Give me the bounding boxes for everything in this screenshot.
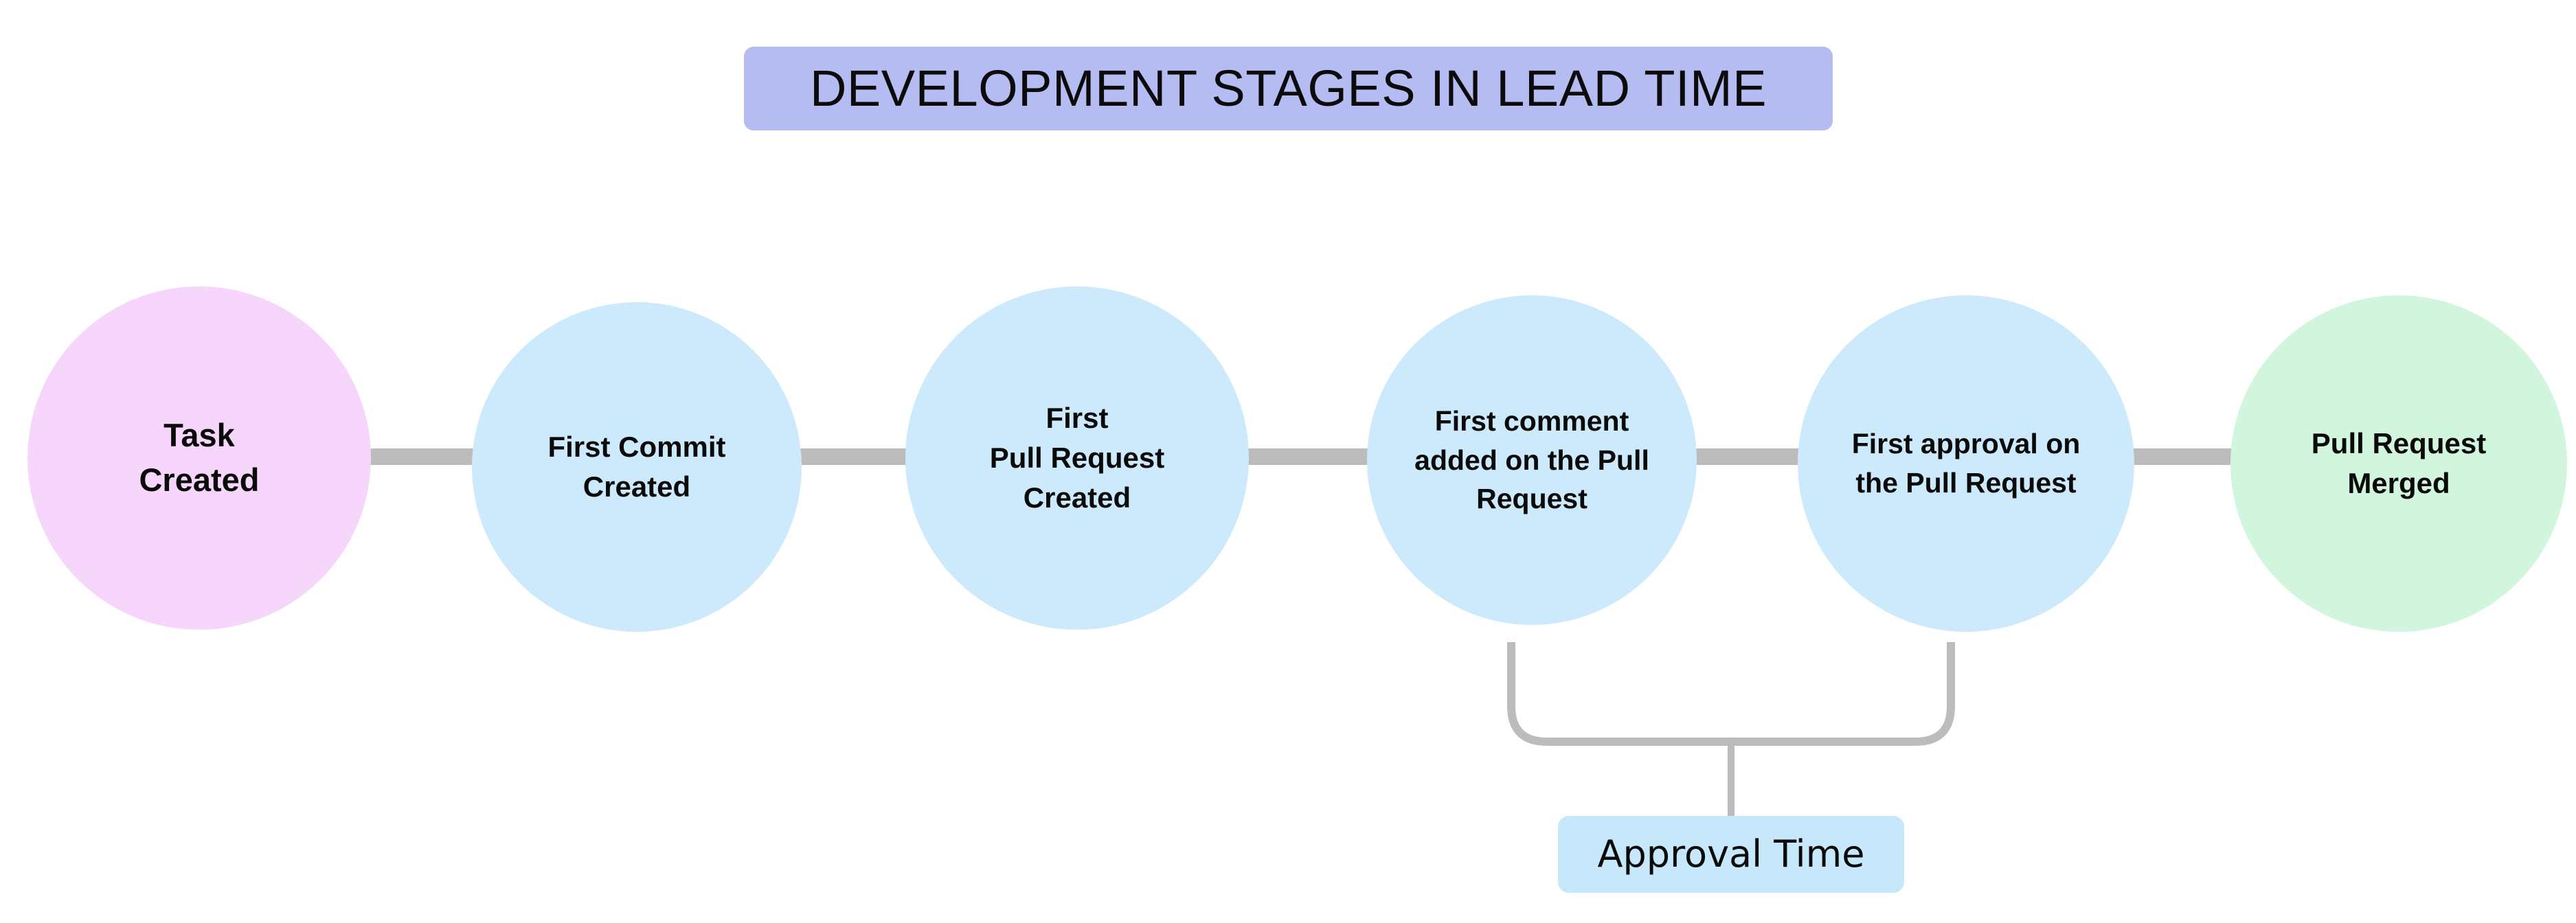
stage-label: First comment added on the Pull Request <box>1414 405 1649 515</box>
page-title: DEVELOPMENT STAGES IN LEAD TIME <box>809 60 1767 117</box>
approval-time-label: Approval Time <box>1597 832 1865 876</box>
stage-label: First Commit Created <box>547 431 726 503</box>
diagram-title-banner: DEVELOPMENT STAGES IN LEAD TIME <box>744 47 1833 130</box>
stage-label: First Pull Request Created <box>989 402 1165 514</box>
stage-first-pull-request-created[interactable]: First Pull Request Created <box>905 286 1249 630</box>
stage-label: Pull Request Merged <box>2311 427 2487 499</box>
approval-time-callout[interactable]: Approval Time <box>1558 816 1904 893</box>
stage-pull-request-merged[interactable]: Pull Request Merged <box>2230 295 2567 632</box>
stage-label: Task Created <box>139 417 260 498</box>
stage-first-comment-added[interactable]: First comment added on the Pull Request <box>1367 295 1697 625</box>
stage-label: First approval on the Pull Request <box>1851 428 2081 499</box>
stage-task-created[interactable]: Task Created <box>27 286 371 630</box>
approval-time-bracket <box>1507 642 1955 746</box>
stage-first-approval[interactable]: First approval on the Pull Request <box>1798 295 2134 632</box>
stage-first-commit-created[interactable]: First Commit Created <box>472 302 802 632</box>
